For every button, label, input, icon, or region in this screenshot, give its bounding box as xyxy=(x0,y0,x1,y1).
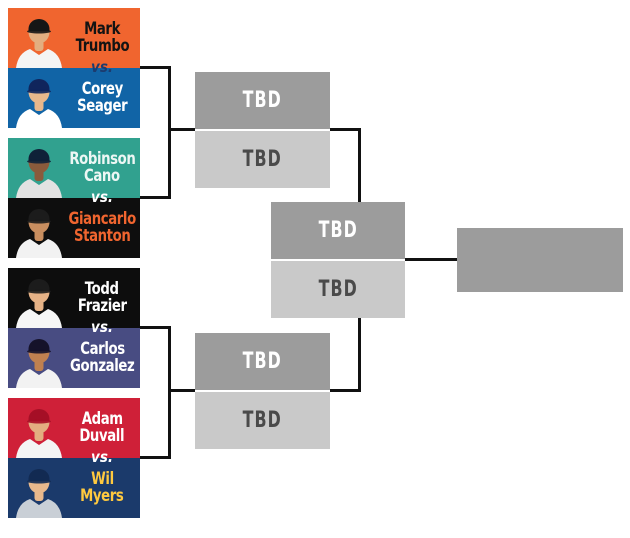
player-name: Carlos Gonzalez xyxy=(64,328,140,388)
player-first-name: Adam xyxy=(81,409,123,429)
player-avatar-icon xyxy=(16,279,62,328)
bracket-line-final-exit xyxy=(405,258,457,261)
player-avatar-icon xyxy=(16,19,62,68)
player-avatar-icon xyxy=(16,339,62,388)
player-avatar-icon xyxy=(16,409,62,458)
player-first-name: Corey xyxy=(81,79,123,99)
semifinal1-top-slot: TBD xyxy=(195,72,330,129)
player-first-name: Wil xyxy=(90,469,114,489)
player-cell-corey-seager: Corey Seager xyxy=(8,68,140,128)
bracket-line-semifinal1-entry xyxy=(171,128,195,131)
vs-label: vs. xyxy=(91,448,113,466)
player-avatar-icon xyxy=(16,469,62,518)
player-first-name: Carlos xyxy=(79,339,125,359)
vs-label: vs. xyxy=(91,58,113,76)
bracket-line-bottom-vertical xyxy=(168,326,171,459)
bracket-line-top-vertical xyxy=(168,66,171,199)
player-avatar-icon xyxy=(16,209,62,258)
player-last-name: Duvall xyxy=(79,426,125,446)
player-name: Todd Frazier xyxy=(64,268,140,328)
tbd-label: TBD xyxy=(318,276,358,302)
player-cell-mark-trumbo: Mark Trumbo xyxy=(8,8,140,68)
player-first-name: Giancarlo xyxy=(68,209,136,229)
matchup-4: Adam Duvall vs. Wil Myers xyxy=(8,398,140,518)
bracket-line-matchup1-exit xyxy=(140,66,171,69)
tbd-label: TBD xyxy=(242,146,283,172)
player-cell-robinson-cano: Robinson Cano xyxy=(8,138,140,198)
tbd-label: TBD xyxy=(242,348,283,374)
semifinal2-bottom-slot: TBD xyxy=(195,392,330,449)
vs-label: vs. xyxy=(91,188,113,206)
player-first-name: Todd xyxy=(85,279,119,299)
matchup-2: Robinson Cano vs. Giancarlo Stanton xyxy=(8,138,140,258)
player-avatar-icon xyxy=(16,149,62,198)
player-name: Giancarlo Stanton xyxy=(64,198,140,258)
bracket-line-semifinal1-to-final xyxy=(358,128,361,202)
mark-trumbo-photo xyxy=(8,8,70,68)
adam-duvall-photo xyxy=(8,398,70,458)
bracket-line-semifinal2-exit xyxy=(330,389,361,392)
player-last-name: Frazier xyxy=(77,296,127,316)
player-cell-adam-duvall: Adam Duvall xyxy=(8,398,140,458)
vs-label: vs. xyxy=(91,318,113,336)
player-last-name: Myers xyxy=(80,486,124,506)
player-last-name: Seager xyxy=(76,96,128,116)
player-name: Corey Seager xyxy=(64,68,140,128)
player-cell-wil-myers: Wil Myers xyxy=(8,458,140,518)
player-last-name: Gonzalez xyxy=(69,356,135,376)
player-avatar-icon xyxy=(16,79,62,128)
player-first-name: Robinson xyxy=(68,149,136,169)
player-name: Robinson Cano xyxy=(64,138,140,198)
robinson-cano-photo xyxy=(8,138,70,198)
todd-frazier-photo xyxy=(8,268,70,328)
player-last-name: Stanton xyxy=(73,226,131,246)
wil-myers-photo xyxy=(8,458,70,518)
matchup-3: Todd Frazier vs. Carlos Gonzalez xyxy=(8,268,140,388)
player-name: Mark Trumbo xyxy=(64,8,140,68)
bracket-line-matchup3-exit xyxy=(140,326,171,329)
final-bottom-slot: TBD xyxy=(271,261,405,318)
tbd-label: TBD xyxy=(242,407,283,433)
corey-seager-photo xyxy=(8,68,70,128)
bracket-line-semifinal2-to-final xyxy=(358,318,361,392)
bracket-line-matchup2-exit xyxy=(140,196,171,199)
player-name: Adam Duvall xyxy=(64,398,140,458)
bracket-line-semifinal1-exit xyxy=(330,128,361,131)
giancarlo-stanton-photo xyxy=(8,198,70,258)
bracket-line-semifinal2-entry xyxy=(171,389,195,392)
tbd-label: TBD xyxy=(318,217,358,243)
tbd-label: TBD xyxy=(242,87,283,113)
player-first-name: Mark xyxy=(84,19,120,39)
player-cell-carlos-gonzalez: Carlos Gonzalez xyxy=(8,328,140,388)
player-last-name: Cano xyxy=(84,166,120,186)
semifinal2-top-slot: TBD xyxy=(195,333,330,390)
player-cell-giancarlo-stanton: Giancarlo Stanton xyxy=(8,198,140,258)
bracket-line-matchup4-exit xyxy=(140,456,171,459)
semifinal1-bottom-slot: TBD xyxy=(195,131,330,188)
player-last-name: Trumbo xyxy=(75,36,129,56)
player-cell-todd-frazier: Todd Frazier xyxy=(8,268,140,328)
champion-slot xyxy=(457,228,623,292)
matchup-1: Mark Trumbo vs. Corey Seager xyxy=(8,8,140,128)
carlos-gonzalez-photo xyxy=(8,328,70,388)
final-top-slot: TBD xyxy=(271,202,405,259)
player-name: Wil Myers xyxy=(64,458,140,518)
